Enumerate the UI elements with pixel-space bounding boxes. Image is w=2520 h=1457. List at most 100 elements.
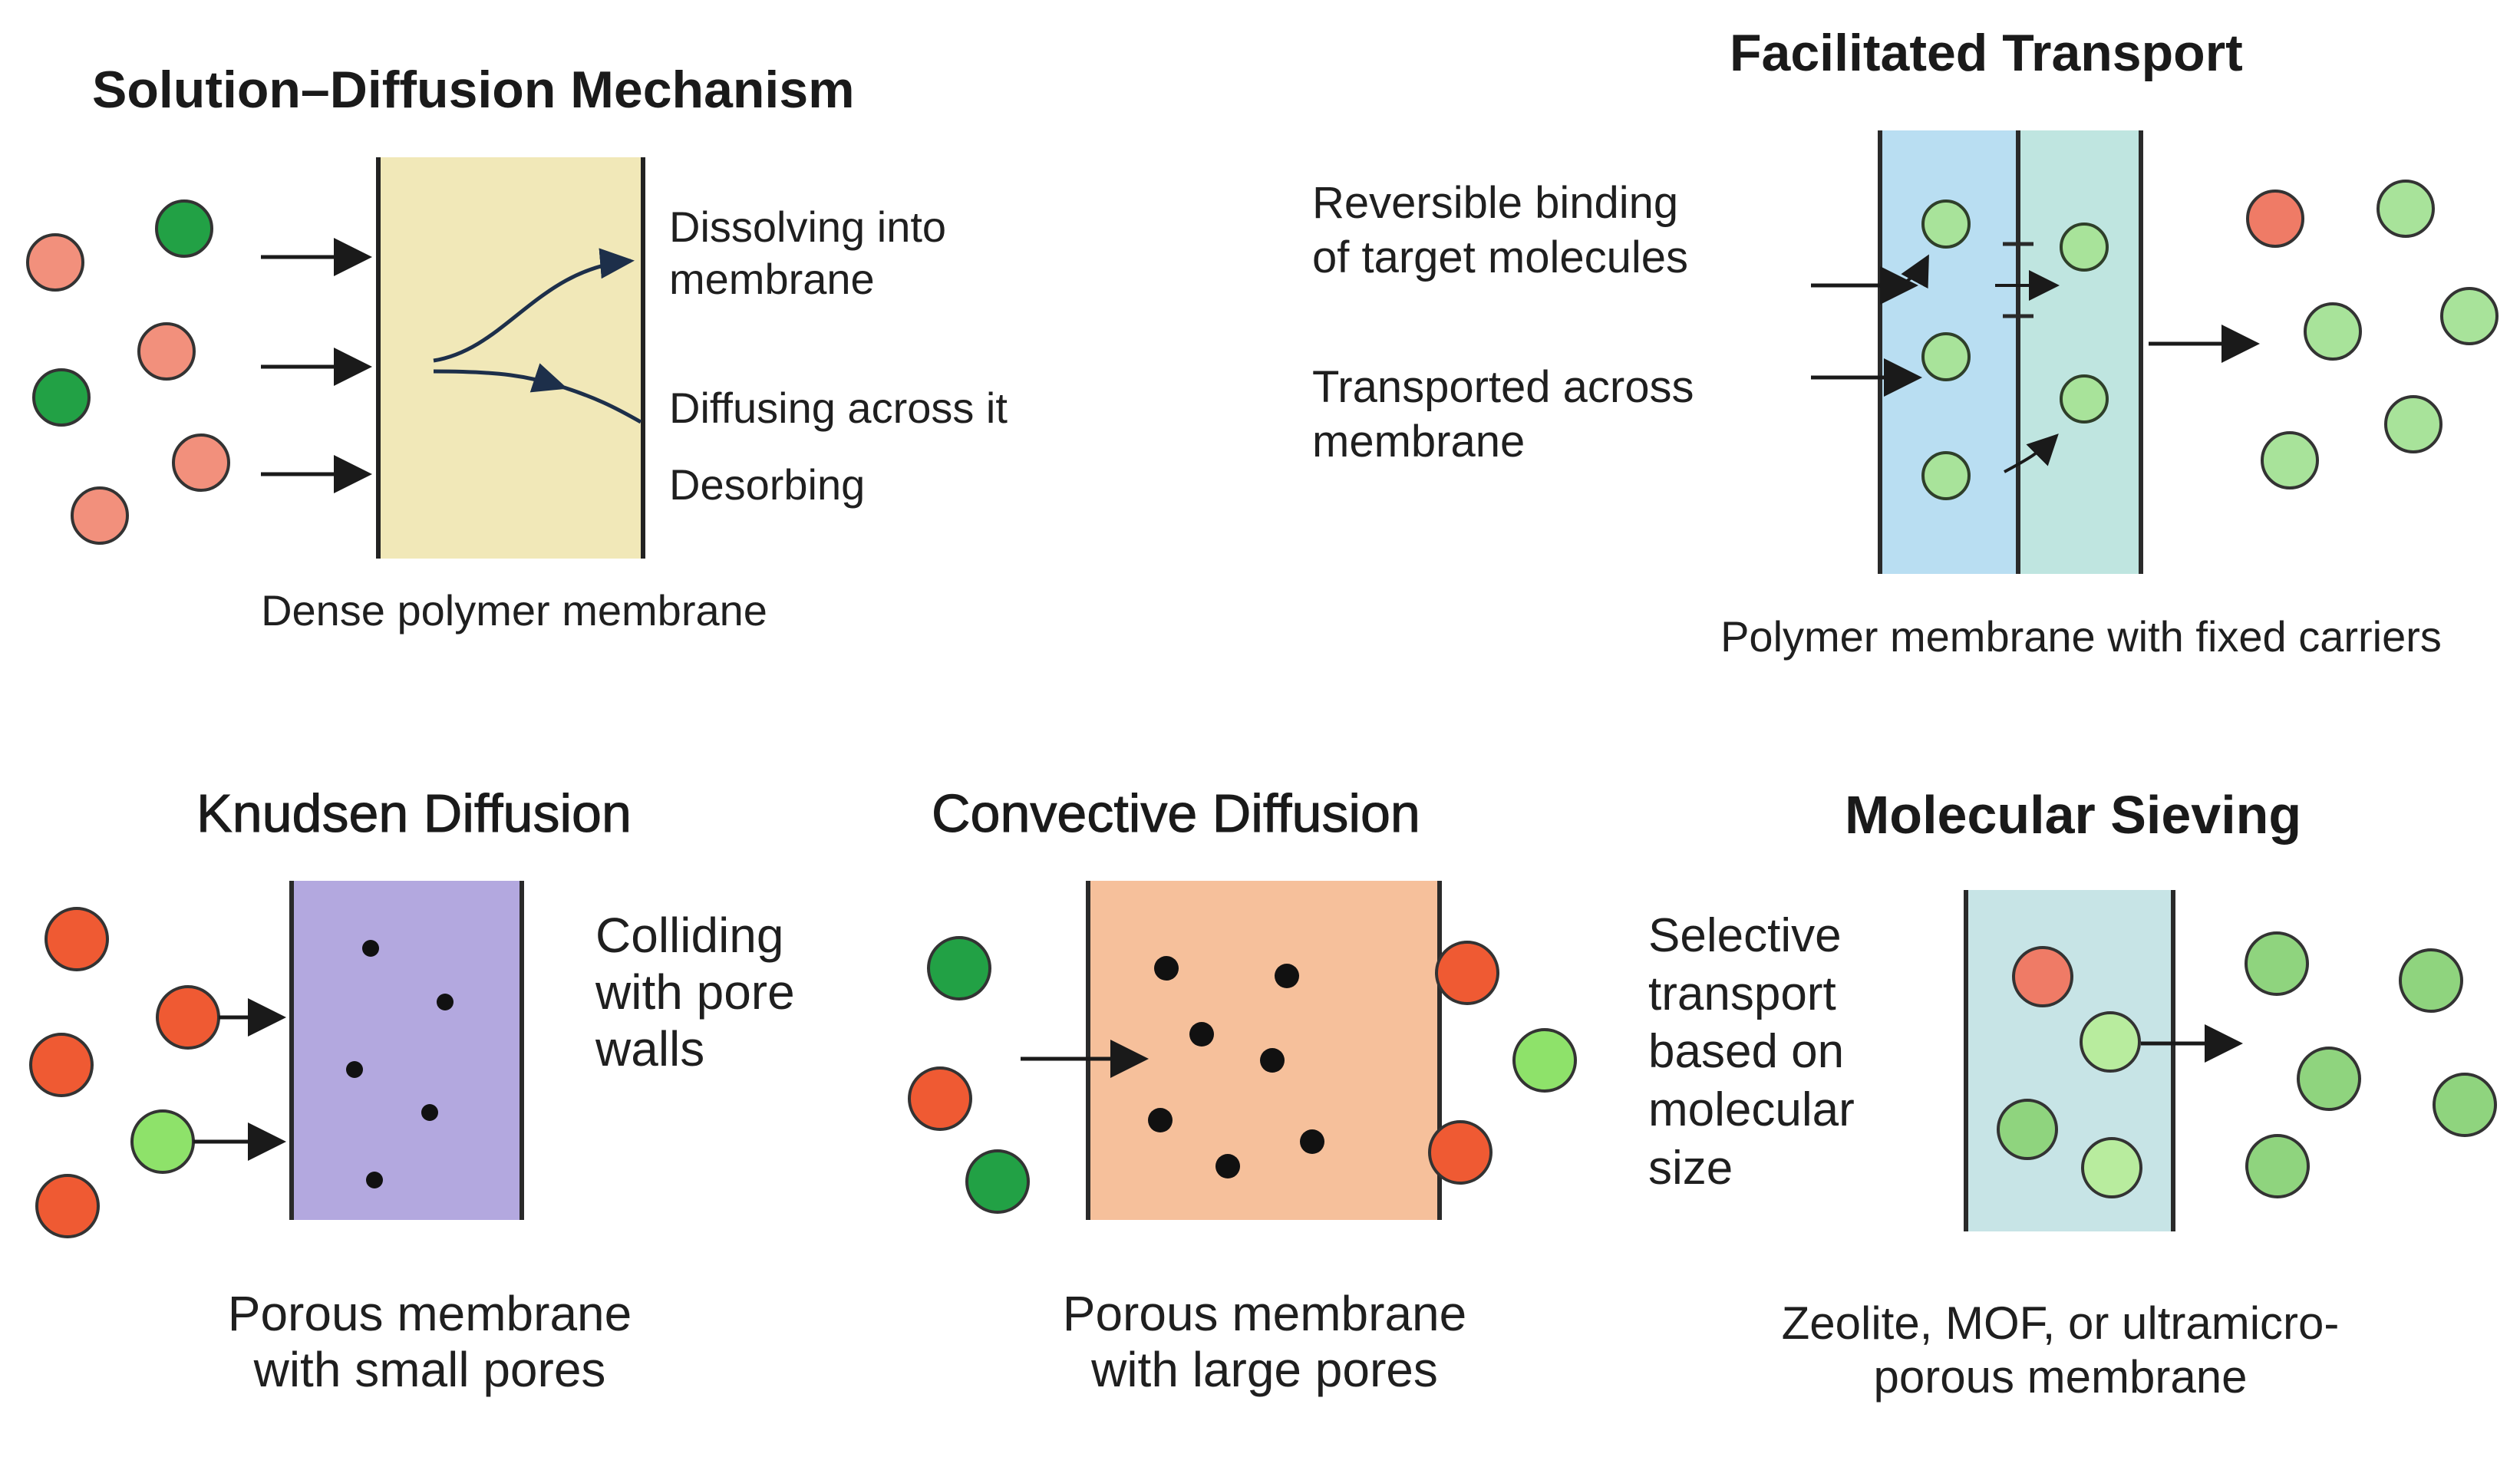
label-line: Selective [1648,909,1842,962]
label-line: transport [1648,967,1836,1020]
molecule-orange [908,1066,972,1131]
transport-arrow [2004,433,2059,473]
small-pore [366,1172,383,1188]
panel-title: Convective Diffusion [932,783,1421,844]
large-pore [1154,956,1179,981]
diffusion-path-lower [433,363,568,393]
label-line: Reversible binding [1312,178,1679,228]
caption-line: Porous membrane [227,1286,632,1341]
molecule-mid-green [1997,1099,2058,1160]
molecule-orange [35,1174,100,1238]
caption-line: Zeolite, MOF, or ultramicro- [1781,1297,2340,1349]
carrier-molecule [1921,332,1971,381]
molecule-mid-green [2433,1073,2497,1137]
molecule-dark-green [32,368,91,427]
panel-title: Molecular Sieving [1845,785,2302,845]
label-selective-transport: Selective transport based on molecular s… [1648,907,1855,1197]
facilitated-graphic [1811,130,2499,574]
knudsen-graphic [29,881,524,1238]
step-line: membrane [669,255,875,304]
diffusion-path-upper [433,248,635,363]
molecule-orange [29,1033,94,1097]
small-pore [437,994,454,1010]
carrier-molecule [2060,374,2109,424]
molecule-dark-green [965,1149,1030,1214]
molecule-light-green [2304,302,2362,361]
large-pores [1148,956,1324,1178]
carrier-membrane-right [2018,130,2141,574]
molecule-light-green [2081,1137,2142,1198]
molecule-light-green [2440,287,2499,345]
molecule-orange [1428,1120,1493,1185]
carrier-molecule [2060,223,2109,272]
step-line: Dissolving into [669,203,947,251]
small-pore [346,1061,363,1078]
panel-molecular-sieving: Molecular Sieving Selective transport [1611,729,2520,1457]
caption-line: with large pores [1091,1341,1438,1397]
large-pore [1275,964,1299,988]
molecule-light-green [2377,180,2435,238]
panel-caption: Polymer membrane with fixed carriers [1720,612,2442,661]
label-line: based on [1648,1025,1845,1079]
label-line: of target molecules [1312,232,1689,282]
label-line: Colliding [595,908,784,963]
molecule-light-green [2384,395,2442,453]
panel-caption: Dense polymer membrane [261,586,767,635]
molecule-light-green [2080,1011,2141,1073]
small-pore-membrane [292,881,522,1220]
label-line: with pore [595,964,795,1020]
molecule-orange [45,907,109,971]
panel-caption: Porous membrane with large pores [958,1286,1572,1398]
molecule-dark-green [927,936,991,1000]
large-pore [1300,1129,1324,1154]
panel-convective-diffusion: Convective Diffusion [844,729,1611,1457]
small-pore [362,940,379,957]
panel-knudsen-diffusion: Knudsen Diffusion Colliding [0,729,844,1457]
large-pore [1148,1108,1173,1132]
solution-diffusion-graphic [26,157,645,559]
molecule-dark-green [155,199,213,258]
molecule-bright-green [1512,1028,1577,1093]
large-pore [1260,1048,1285,1073]
label-line: walls [595,1021,705,1077]
sieving-graphic [1964,890,2497,1231]
label-line: membrane [1312,416,1526,466]
molecule-bright-green [130,1109,195,1174]
panel-title: Solution–Diffusion Mechanism [92,61,855,119]
label-reversible-binding: Reversible binding of target molecules [1312,176,1688,285]
dense-membrane [378,157,643,559]
label-colliding: Colliding with pore walls [595,907,795,1078]
label-transported: Transported across membrane [1312,361,1694,470]
carrier-molecule [1921,199,1971,249]
small-pore [421,1104,438,1121]
step-dissolving: Dissolving into membrane [669,201,946,306]
label-line: molecular [1648,1083,1855,1136]
molecule-mid-green [2245,1134,2310,1198]
caption-line: Porous membrane [1062,1286,1467,1341]
caption-line: with small pores [253,1341,606,1397]
molecule-salmon [26,233,84,292]
molecule-salmon [2246,190,2304,248]
molecule-mid-green [2245,931,2309,996]
molecule-orange [156,985,220,1050]
molecule-salmon [172,433,230,492]
molecule-mid-green [2399,948,2463,1013]
panel-caption: Porous membrane with small pores [161,1286,698,1398]
panel-title: Facilitated Transport [1730,24,2243,82]
molecule-mid-green [2297,1047,2361,1111]
molecule-orange [1435,941,1499,1005]
panel-title: Knudsen Diffusion [196,783,632,844]
step-desorbing: Desorbing [669,460,866,509]
large-pore [1215,1154,1240,1178]
large-pore [1189,1022,1214,1047]
panel-facilitated-transport: Facilitated Transport [1228,0,2520,691]
label-line: Transported across [1312,362,1694,412]
panel-caption: Zeolite, MOF, or ultramicro- porous memb… [1657,1297,2463,1403]
carrier-molecule [1921,451,1971,500]
sieve-membrane [1966,890,2173,1231]
molecule-salmon [137,322,196,381]
large-pore-membrane [1088,881,1440,1220]
molecule-salmon [2012,946,2073,1007]
panel-solution-diffusion: Solution–Diffusion Mechanism [0,0,1228,691]
